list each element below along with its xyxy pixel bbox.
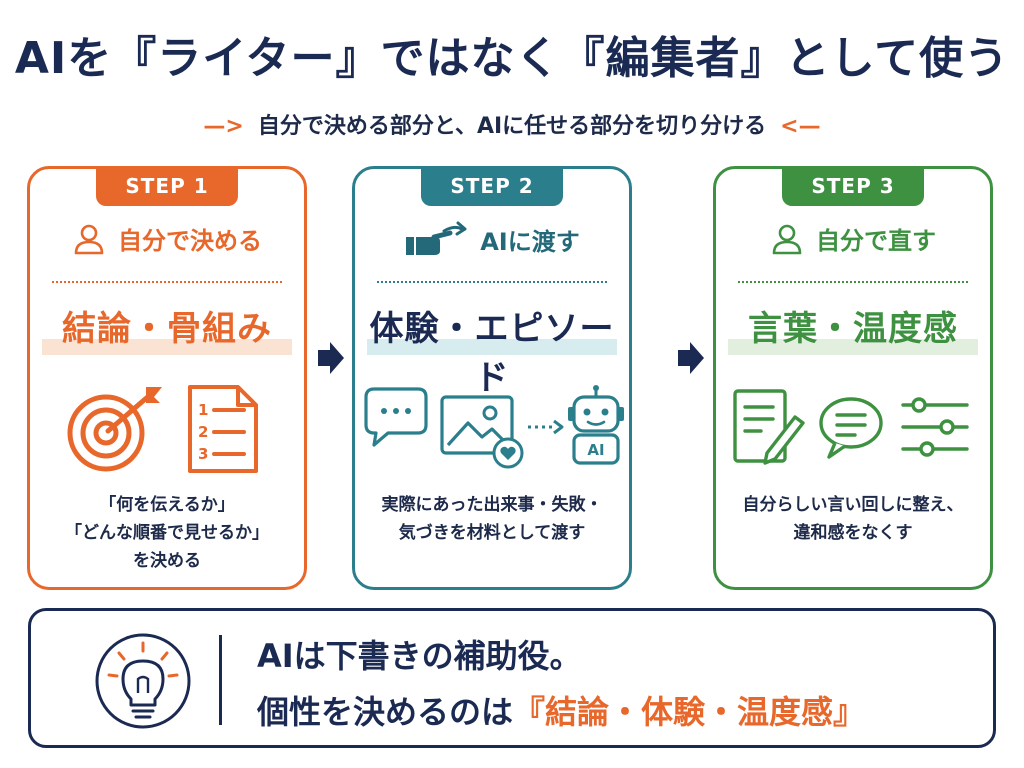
step3-icon-row — [733, 389, 969, 465]
edit-document-icon — [733, 389, 805, 465]
step-role-label: AIに渡す — [480, 227, 580, 256]
list-number-2: 2 — [198, 423, 208, 441]
step-card-3: STEP 3 自分で直す 言葉・温度感 — [713, 166, 993, 590]
divider — [377, 281, 607, 283]
person-icon — [74, 224, 104, 254]
keyword-highlight — [367, 339, 617, 355]
robot-ai-label: AI — [587, 441, 604, 459]
speech-bubble-icon — [819, 397, 883, 459]
person-icon — [772, 224, 802, 254]
divider — [52, 281, 282, 283]
summary-line-2: 個性を決めるのは『結論・体験・温度感』 — [257, 687, 865, 733]
dotted-arrow-icon — [528, 419, 564, 435]
chat-bubble-icon — [364, 387, 428, 447]
step-role: 自分で決める — [30, 221, 304, 256]
desc-line: 実際にあった出来事・失敗・ — [381, 495, 603, 515]
title-editor: 『編集者』 — [560, 33, 786, 84]
hand-pass-icon — [406, 221, 467, 255]
subtitle-text: 自分で決める部分と、AIに任せる部分を切り分ける — [257, 114, 767, 139]
desc-line: 「何を伝えるか」 — [99, 495, 235, 515]
step-keyword: 結論・骨組み — [62, 309, 272, 349]
step-description: 自分らしい言い回しに整え、 違和感をなくす — [716, 491, 990, 547]
step-badge: STEP 2 — [421, 166, 563, 206]
subtitle: —> 自分で決める部分と、AIに任せる部分を切り分ける <— — [0, 108, 1024, 140]
step-card-2: STEP 2 AIに渡す 体験・エピソード — [352, 166, 632, 590]
target-icon — [67, 387, 162, 472]
step-keyword: 体験・エピソード — [369, 309, 615, 398]
desc-line: を決める — [133, 551, 201, 571]
title-middle: ではなく — [380, 33, 561, 84]
summary-line-1: AIは下書きの補助役。 — [257, 637, 582, 675]
title-writer: 『ライター』 — [112, 33, 381, 84]
robot-icon: AI — [568, 385, 624, 465]
summary-line-2-accent: 『結論・体験・温度感』 — [513, 693, 866, 731]
summary-line-2-prefix: 個性を決めるのは — [257, 693, 514, 731]
subtitle-deco-left: —> — [203, 114, 244, 139]
lightbulb-icon — [95, 633, 191, 729]
desc-line: 違和感をなくす — [793, 523, 913, 543]
keyword-highlight — [728, 339, 978, 355]
step-icons: 1 2 3 — [30, 383, 304, 475]
numbered-list-icon: 1 2 3 — [188, 385, 258, 473]
flow-arrow-icon — [678, 342, 704, 374]
step-badge: STEP 3 — [782, 166, 924, 206]
list-number-3: 3 — [198, 445, 208, 463]
desc-line: 自分らしい言い回しに整え、 — [742, 495, 964, 515]
subtitle-deco-right: <— — [780, 114, 821, 139]
step-role-label: 自分で直す — [816, 227, 936, 255]
page-title: AIを『ライター』ではなく『編集者』として使う — [0, 22, 1024, 86]
step-role: 自分で直す — [716, 221, 990, 256]
title-suffix: として使う — [785, 33, 1010, 84]
list-number-1: 1 — [198, 401, 208, 419]
keyword-highlight — [42, 339, 292, 355]
flow-arrow-icon — [318, 342, 344, 374]
desc-line: 気づきを材料として渡す — [398, 523, 586, 543]
step-role-label: 自分で決める — [118, 227, 262, 255]
sliders-icon — [901, 397, 969, 457]
step-icons — [716, 383, 990, 475]
summary-divider — [219, 635, 222, 725]
step2-icon-row: AI — [364, 385, 624, 469]
step-description: 「何を伝えるか」 「どんな順番で見せるか」 を決める — [30, 491, 304, 575]
title-prefix: AIを — [14, 33, 113, 84]
step-role: AIに渡す — [355, 221, 629, 257]
step-description: 実際にあった出来事・失敗・ 気づきを材料として渡す — [355, 491, 629, 547]
divider — [738, 281, 968, 283]
step-keyword: 言葉・温度感 — [748, 309, 958, 349]
step-badge: STEP 1 — [96, 166, 238, 206]
step-card-1: STEP 1 自分で決める 結論・骨組み 1 2 3 「何を伝えるか」 — [27, 166, 307, 590]
photo-heart-icon — [440, 395, 524, 469]
desc-line: 「どんな順番で見せるか」 — [65, 523, 269, 543]
summary-box: AIは下書きの補助役。 個性を決めるのは『結論・体験・温度感』 — [28, 608, 996, 748]
step-icons: AI — [355, 383, 629, 475]
